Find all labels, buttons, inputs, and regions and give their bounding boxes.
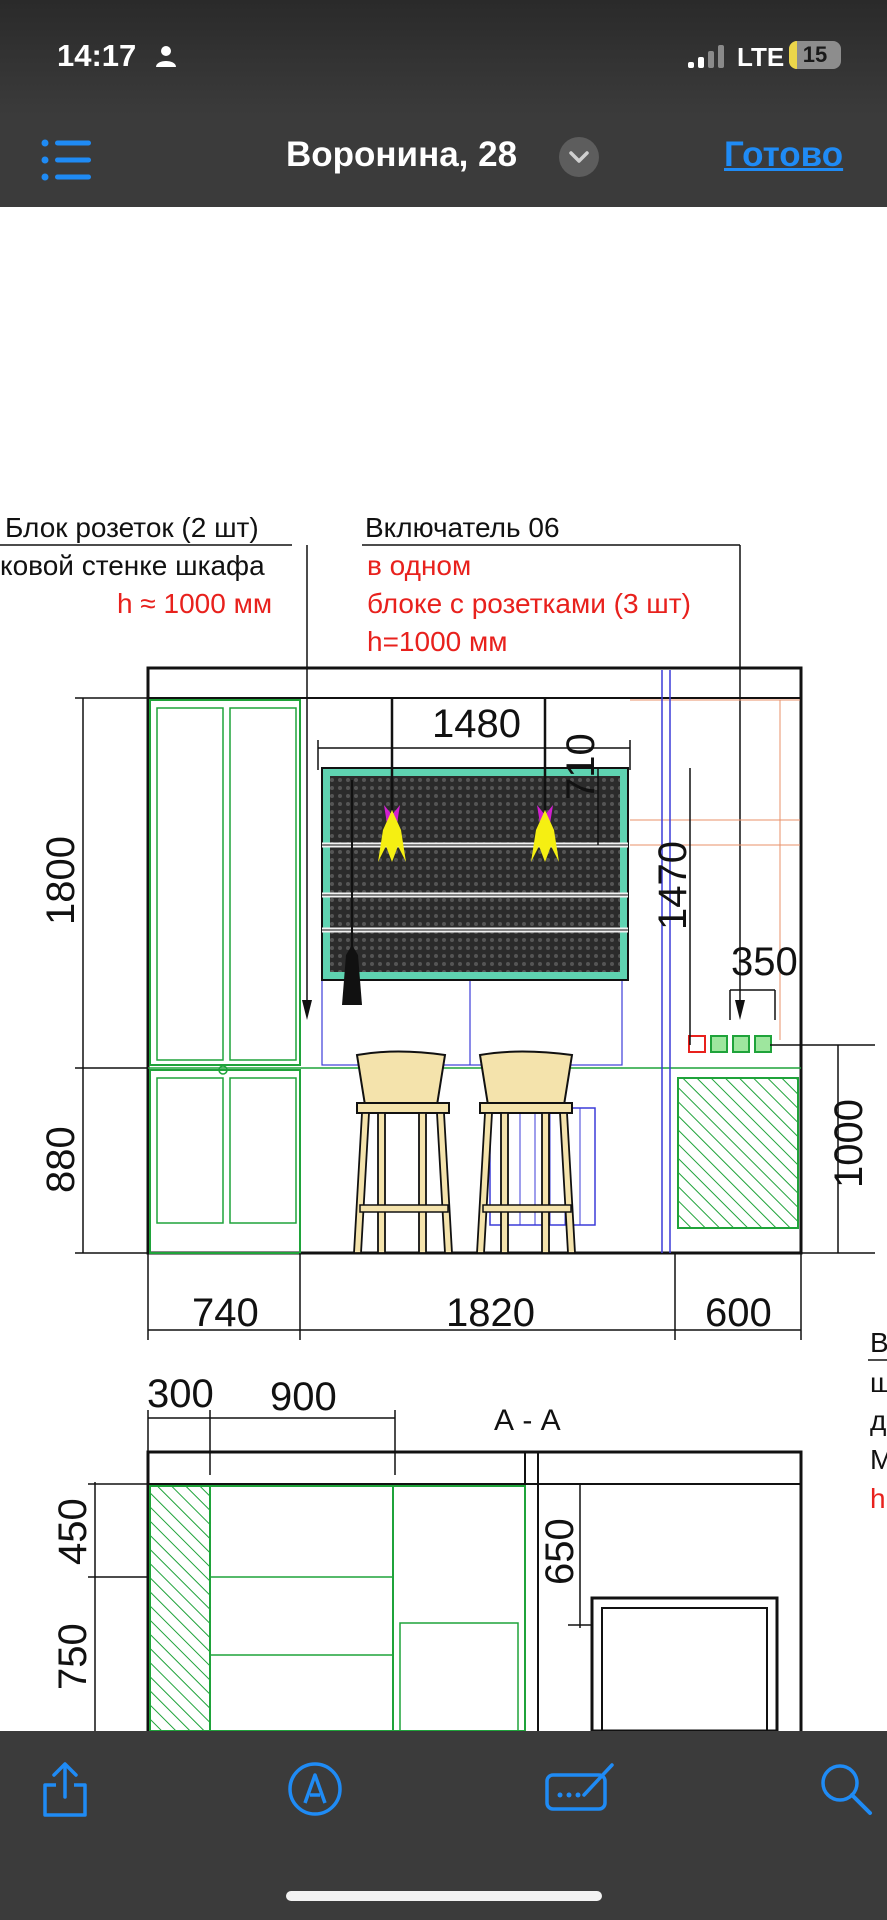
- signature-icon[interactable]: [544, 1761, 616, 1813]
- svg-text:щ: щ: [870, 1367, 887, 1398]
- section-label: А - А: [494, 1404, 561, 1437]
- window-blind: [321, 767, 629, 981]
- dimension-labels: 1480 710 1470 350 1800 880 1000 740 1820…: [39, 702, 871, 1335]
- tall-cabinet: [149, 699, 301, 1254]
- svg-text:д: д: [870, 1405, 886, 1436]
- status-time: 14:17: [57, 38, 137, 73]
- bottom-toolbar: [0, 1731, 887, 1920]
- battery-indicator: 15: [789, 41, 841, 69]
- done-button[interactable]: Готово: [724, 135, 844, 174]
- dim-label: 350: [731, 940, 798, 984]
- home-indicator[interactable]: [286, 1891, 602, 1901]
- share-icon[interactable]: [40, 1761, 90, 1819]
- note-line: h=1000 мм: [367, 626, 508, 657]
- note-line: ковой стенке шкафа: [0, 550, 265, 581]
- pendant-lamp: [378, 698, 406, 862]
- note-line: блоке с розетками (3 шт): [367, 588, 691, 619]
- note-line: Блок розеток (2 шт): [5, 512, 259, 543]
- list-icon[interactable]: [40, 137, 92, 183]
- dim-label: 740: [192, 1291, 259, 1335]
- markup-pen-icon[interactable]: [287, 1761, 343, 1817]
- title-menu-button[interactable]: [559, 137, 599, 177]
- note-switch-block: Включатель 06 в одном блоке с розетками …: [362, 512, 740, 657]
- note-line: h ≈ 1000 мм: [117, 588, 272, 619]
- dim-label: 1000: [827, 1099, 871, 1188]
- pendant-lamp: [531, 698, 559, 862]
- note-line: Включатель 06: [365, 512, 560, 543]
- dim-label: 650: [538, 1518, 582, 1585]
- base-cabinet-right: [677, 1077, 799, 1229]
- dim-label: 1820: [446, 1291, 535, 1335]
- dim-label: 710: [559, 733, 603, 800]
- document-canvas[interactable]: Блок розеток (2 шт) ковой стенке шкафа h…: [0, 207, 887, 1754]
- section-dimension-labels: 300 900 450 750 650: [51, 1372, 582, 1690]
- section-a-a: А - А: [146, 1404, 803, 1754]
- dim-label: 300: [147, 1372, 214, 1416]
- edge-note: В щ д М h: [868, 1327, 887, 1514]
- note-socket-block: Блок розеток (2 шт) ковой стенке шкафа h…: [0, 512, 292, 619]
- kitchen-elevation-drawing: Блок розеток (2 шт) ковой стенке шкафа h…: [0, 512, 887, 1754]
- person-icon: [156, 46, 176, 67]
- dim-label: 1480: [432, 702, 521, 746]
- dimension-lines: [75, 697, 875, 1340]
- dim-label: 600: [705, 1291, 772, 1335]
- bar-stool: [353, 1050, 453, 1254]
- note-line: в одном: [367, 550, 471, 581]
- socket-block: [688, 1035, 772, 1053]
- bar-stool: [476, 1050, 576, 1254]
- chevron-down-icon: [569, 151, 589, 163]
- svg-text:В: В: [870, 1327, 887, 1358]
- dim-label: 1800: [39, 836, 83, 925]
- dim-label: 450: [51, 1498, 95, 1565]
- svg-text:М: М: [870, 1444, 887, 1475]
- network-type: LTE: [737, 42, 785, 72]
- search-icon[interactable]: [818, 1761, 874, 1817]
- dim-label: 1470: [651, 841, 695, 930]
- status-bar: 14:17 LTE 15: [0, 0, 887, 115]
- signal-icon: [688, 45, 724, 68]
- navigation-bar: Воронина, 28 Готово: [0, 115, 887, 207]
- section-dimension-lines: [88, 1410, 592, 1731]
- document-title[interactable]: Воронина, 28: [286, 135, 518, 174]
- dim-label: 750: [51, 1623, 95, 1690]
- dim-label: 880: [39, 1126, 83, 1193]
- battery-fill: [789, 41, 797, 69]
- dim-label: 900: [270, 1375, 337, 1419]
- battery-percent: 15: [802, 42, 828, 67]
- svg-text:h: h: [870, 1483, 886, 1514]
